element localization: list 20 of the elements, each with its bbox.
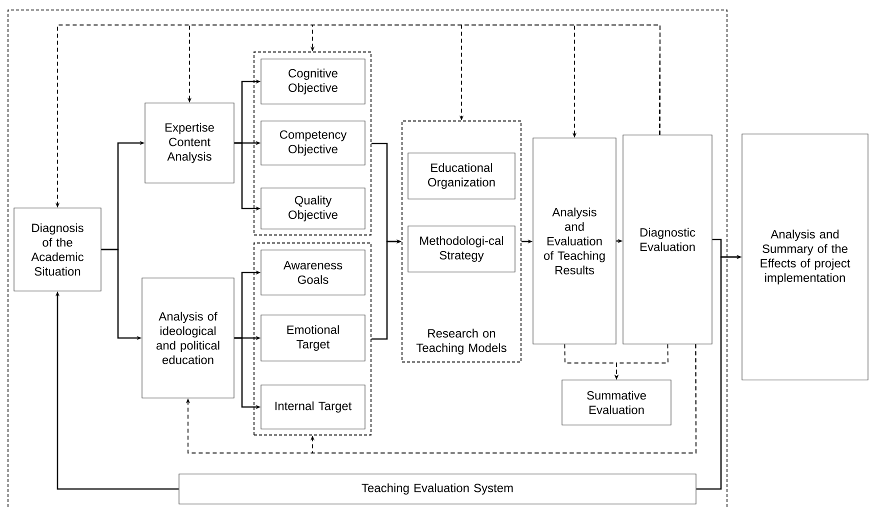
process-box: Internal Target <box>260 384 366 430</box>
process-box: Analysis of ideological and political education <box>142 278 234 398</box>
group-heading: Research on Teaching Models <box>416 328 506 354</box>
process-box: Analysis and Evaluation of Teaching Results <box>532 138 616 344</box>
process-box: Emotional Target <box>260 314 366 362</box>
process-box: Methodologi-cal Strategy <box>408 226 516 272</box>
process-box: Competency Objective <box>260 120 366 166</box>
dashed-group-box <box>254 242 372 436</box>
process-box: Diagnosis of the Academic Situation <box>14 208 102 292</box>
arrow <box>310 344 696 454</box>
process-box: Educational Organization <box>408 152 516 200</box>
process-box: Summative Evaluation <box>562 380 672 426</box>
process-box: Diagnostic Evaluation <box>622 134 712 344</box>
process-box: Quality Objective <box>260 188 366 230</box>
process-box: Cognitive Objective <box>260 58 366 104</box>
dashed-group-box <box>254 52 372 236</box>
process-box: Analysis and Summary of the Effects of project implementation <box>742 134 868 380</box>
process-box: Teaching Evaluation System <box>178 474 696 504</box>
process-box: Awareness Goals <box>260 250 366 296</box>
process-box: Expertise Content Analysis <box>144 102 234 184</box>
